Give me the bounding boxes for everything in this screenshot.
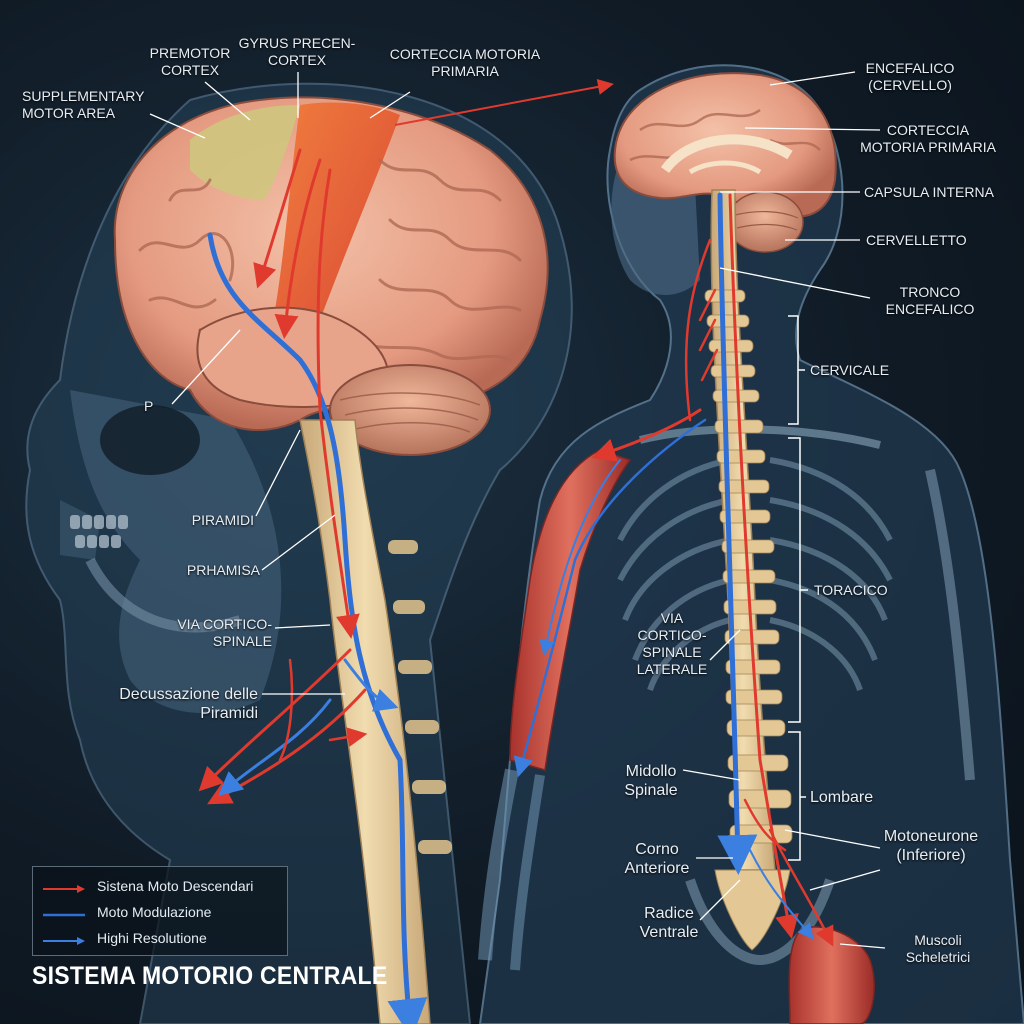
label-muscoli-scheletrici: Muscoli Scheletrici: [905, 932, 971, 965]
label-lombare: Lombare: [810, 789, 874, 806]
legend: Sistena Moto Descendari Moto Modulazione…: [32, 866, 288, 956]
connector-arrow: [394, 78, 614, 126]
label-via-corticospinale: VIA CORTICO- SPINALE: [177, 616, 272, 649]
legend-label: Sistena Moto Descendari: [97, 878, 254, 894]
diagram-title: SISTEMA MOTORIO CENTRALE: [32, 962, 388, 990]
right-brain: [613, 72, 837, 253]
label-primary-motor-cortex-right: CORTECCIA MOTORIA PRIMARIA: [860, 122, 996, 155]
label-p: P: [144, 398, 154, 414]
label-gyrus-precentral: GYRUS PRECEN- CORTEX: [238, 35, 356, 68]
label-via-corticospinale-laterale: VIA CORTICO- SPINALE LATERALE: [636, 610, 708, 677]
label-cervicale: CERVICALE: [810, 362, 890, 378]
label-primary-motor-cortex-left: CORTECCIA MOTORIA PRIMARIA: [389, 46, 541, 79]
left-brain: [113, 96, 549, 456]
label-supplementary-motor-area: SUPPLEMENTARY MOTOR AREA: [22, 88, 145, 121]
legend-item: Highi Resolutione: [43, 929, 207, 947]
legend-swatch-red-arrow: [43, 881, 87, 893]
label-capsula-interna: CAPSULA INTERNA: [864, 184, 994, 200]
label-encefalico: ENCEFALICO (CERVELLO): [865, 60, 955, 93]
legend-item: Sistena Moto Descendari: [43, 877, 253, 895]
region-brackets: [788, 315, 808, 861]
leg-muscle: [788, 926, 875, 1024]
leader-lines: [149, 71, 886, 949]
arm-muscle: [478, 449, 632, 971]
label-corno-anteriore: Corno Anteriore: [624, 841, 690, 877]
label-toracico: TORACICO: [814, 582, 888, 598]
label-midollo-spinale: Midollo Spinale: [624, 763, 678, 799]
legend-item: Moto Modulazione: [43, 903, 211, 921]
label-decussazione: Decussazione delle Piramidi: [119, 686, 258, 722]
label-tronco-encefalico: TRONCO ENCEFALICO: [885, 284, 975, 317]
legend-label: Moto Modulazione: [97, 904, 212, 920]
label-premotor-cortex: PREMOTOR CORTEX: [149, 45, 231, 78]
legend-swatch-blue-line: [43, 907, 87, 917]
label-cervelletto: CERVELLETTO: [866, 232, 967, 248]
right-tracts: [513, 192, 834, 947]
label-piramidi: PIRAMIDI: [191, 512, 254, 528]
label-radice-ventrale: Radice Ventrale: [639, 905, 699, 941]
label-prhamisa: PRHAMISA: [186, 562, 260, 578]
left-tracts: [198, 148, 428, 1024]
left-spinal-cord: [299, 419, 452, 1024]
legend-swatch-blue-arrow: [43, 933, 87, 945]
legend-label: Highi Resolutione: [97, 930, 207, 946]
label-motoneurone: Motoneurone (Inferiore): [883, 828, 979, 864]
